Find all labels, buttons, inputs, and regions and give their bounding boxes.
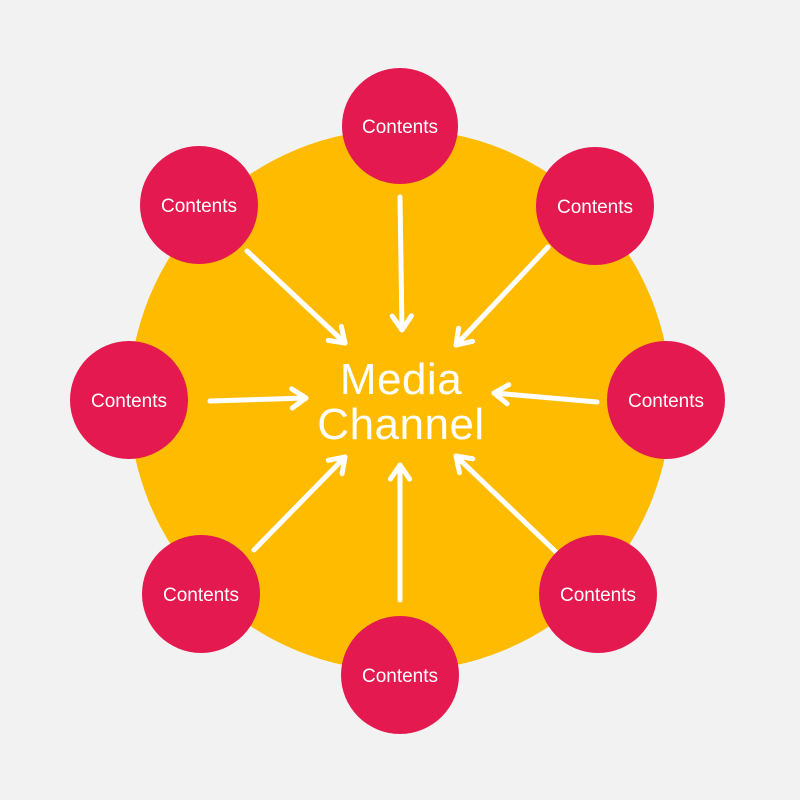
node-label: Contents [557, 197, 633, 218]
node-bottom-left: Contents [142, 535, 260, 653]
arrow-top-left [244, 248, 348, 346]
arrow-shaft [397, 194, 405, 333]
node-left: Contents [70, 341, 188, 459]
arrow-top [389, 194, 414, 333]
arrow-shaft [491, 390, 600, 405]
arrow-head [325, 323, 348, 346]
node-bottom-right: Contents [539, 535, 657, 653]
arrow-head [325, 454, 348, 477]
arrow-left [207, 386, 309, 411]
node-label: Contents [362, 117, 438, 138]
center-title-line1: Media [340, 355, 462, 404]
arrow-head [387, 462, 413, 482]
node-circle [536, 147, 654, 265]
arrow-head [491, 382, 512, 407]
node-circle [140, 146, 258, 264]
node-circle [70, 341, 188, 459]
node-top: Contents [342, 68, 458, 184]
node-label: Contents [560, 585, 636, 606]
arrow-shaft [207, 395, 309, 404]
node-circle [342, 68, 458, 184]
arrow-shaft [453, 453, 559, 555]
node-top-left: Contents [140, 146, 258, 264]
nodes-group: ContentsContentsContentsContentsContents… [70, 68, 725, 734]
node-right: Contents [607, 341, 725, 459]
arrow-right [491, 382, 600, 407]
arrow-head [389, 313, 414, 333]
node-circle [341, 616, 459, 734]
arrow-top-right [453, 244, 551, 348]
node-circle [607, 341, 725, 459]
arrow-bottom [387, 462, 413, 603]
arrow-shaft [453, 244, 551, 348]
arrow-shaft [251, 454, 348, 553]
center-title-line2: Channel [317, 400, 484, 449]
node-bottom: Contents [341, 616, 459, 734]
node-circle [539, 535, 657, 653]
arrow-bottom-left [251, 454, 348, 553]
node-label: Contents [362, 666, 438, 687]
node-label: Contents [628, 391, 704, 412]
arrow-head [453, 453, 476, 476]
arrow-head [453, 325, 476, 348]
arrows-group [207, 194, 600, 603]
node-top-right: Contents [536, 147, 654, 265]
node-label: Contents [163, 585, 239, 606]
arrow-bottom-right [453, 453, 559, 555]
node-circle [142, 535, 260, 653]
node-label: Contents [161, 196, 237, 217]
arrow-shaft [244, 248, 348, 346]
node-label: Contents [91, 391, 167, 412]
arrow-head [289, 386, 309, 411]
